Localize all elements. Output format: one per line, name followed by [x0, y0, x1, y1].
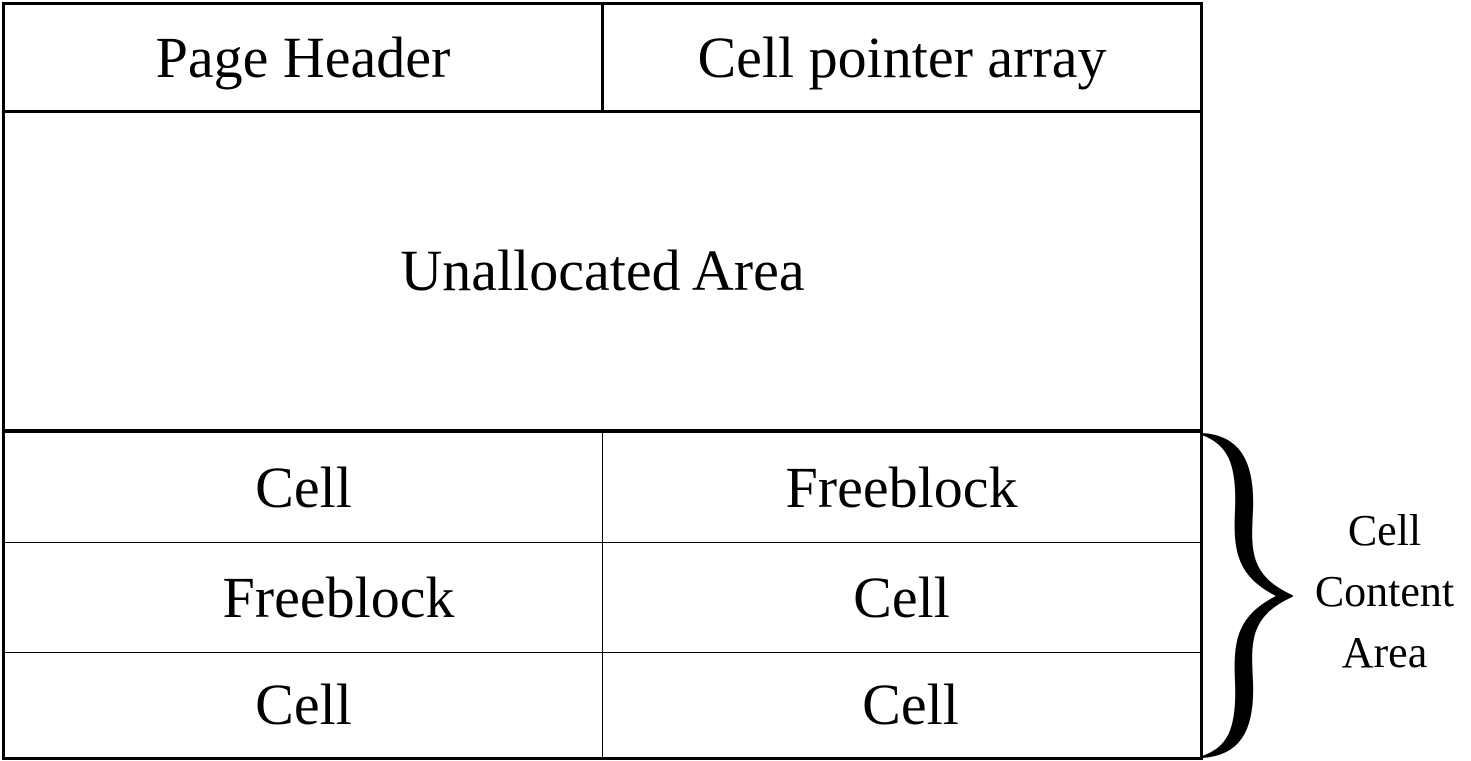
content-divider-vertical	[602, 433, 603, 758]
content-cell-r2-left: Freeblock	[222, 564, 455, 630]
cell-pointer-array-block: Cell pointer array	[697, 24, 1107, 90]
content-area-boundary	[2, 429, 1203, 433]
cell-content-area-label: Cell Content Area	[1298, 500, 1471, 683]
content-cell-r2-right: Cell	[853, 564, 950, 630]
content-cell-r3-left: Cell	[255, 672, 352, 737]
curly-brace-icon	[1201, 433, 1293, 758]
brace-label-line-3: Area	[1341, 628, 1428, 677]
brace-label-line-1: Cell	[1347, 506, 1422, 555]
header-divider-vertical	[601, 2, 604, 112]
outer-border-right	[1200, 2, 1203, 760]
outer-border-left	[2, 2, 5, 760]
page-header-block: Page Header	[155, 24, 451, 90]
unallocated-area-block: Unallocated Area	[400, 238, 805, 303]
content-cell-r1-right: Freeblock	[785, 454, 1018, 520]
content-row-divider-1	[2, 542, 1203, 543]
brace-label-line-2: Content	[1314, 567, 1455, 616]
content-cell-r1-left: Cell	[255, 454, 352, 520]
outer-border-bottom	[2, 757, 1203, 760]
content-cell-r3-right: Cell	[862, 672, 959, 737]
content-row-divider-2	[2, 652, 1203, 653]
header-divider-horizontal	[2, 110, 1203, 113]
